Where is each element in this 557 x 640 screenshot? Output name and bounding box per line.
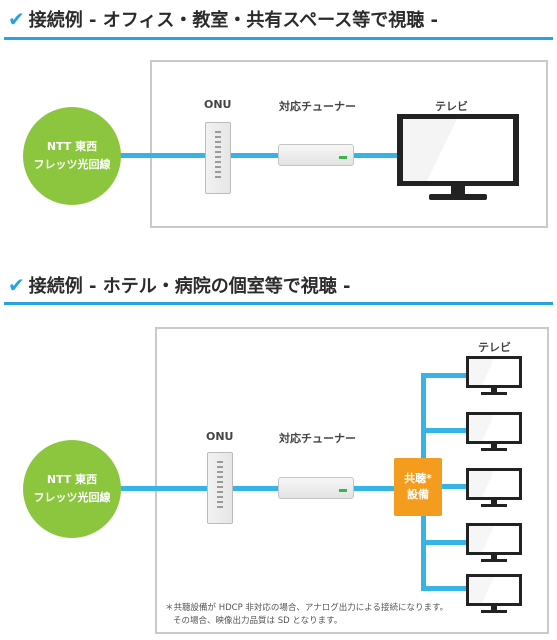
hdcp-note-line1: ＊共聴設備が HDCP 非対応の場合、アナログ出力による接続になります。: [165, 603, 449, 613]
section1-title-rule: [4, 37, 553, 40]
section1-title: ✔接続例 - オフィス・教室・共有スペース等で視聴 -: [8, 6, 438, 32]
section2-branch-3: [421, 484, 471, 489]
onu-device-icon: [205, 122, 231, 194]
check-icon: ✔: [8, 273, 25, 297]
section2-circle-line2: フレッツ光回線: [33, 491, 111, 504]
tv-icon: [397, 114, 519, 200]
hdcp-note-line2: その場合、映像出力品質は SD となります。: [173, 616, 343, 626]
section1-onu-label: ONU: [204, 98, 232, 111]
onu-device-icon: [207, 452, 233, 524]
section1-circle-line1: NTT 東西: [46, 140, 98, 153]
tuner-device-icon: [278, 144, 354, 166]
section1-title-text: 接続例 - オフィス・教室・共有スペース等で視聴 -: [28, 10, 438, 31]
section1-ntt-circle: NTT 東西 フレッツ光回線: [23, 107, 121, 205]
section2-branch-4: [421, 540, 471, 545]
section2-tv-label: テレビ: [478, 341, 511, 354]
section2-cable: [110, 486, 395, 491]
section2-tuner-label: 対応チューナー: [279, 432, 356, 445]
combiner-line1: 共聴*: [404, 472, 432, 485]
check-icon: ✔: [8, 7, 25, 31]
combiner-equipment: 共聴* 設備: [394, 458, 442, 516]
section1-circle-line2: フレッツ光回線: [33, 158, 111, 171]
section1-tv-label: テレビ: [435, 100, 468, 113]
tv-icon: [466, 523, 522, 562]
tv-icon: [466, 356, 522, 395]
section2-branch-5: [421, 586, 471, 591]
combiner-line2: 設備: [407, 488, 429, 501]
section2-title-text: 接続例 - ホテル・病院の個室等で視聴 -: [28, 276, 351, 297]
section2-title: ✔接続例 - ホテル・病院の個室等で視聴 -: [8, 272, 351, 298]
section1-cable: [110, 153, 400, 158]
tv-icon: [466, 412, 522, 451]
tv-icon: [466, 468, 522, 507]
section2-ntt-circle: NTT 東西 フレッツ光回線: [23, 440, 121, 538]
section2-circle-line1: NTT 東西: [46, 473, 98, 486]
section2-branch-1: [421, 373, 471, 378]
section2-title-rule: [4, 302, 553, 305]
section1-tuner-label: 対応チューナー: [279, 100, 356, 113]
tv-icon: [466, 574, 522, 613]
section2-onu-label: ONU: [206, 430, 234, 443]
tuner-device-icon: [278, 477, 354, 499]
section2-branch-2: [421, 428, 471, 433]
